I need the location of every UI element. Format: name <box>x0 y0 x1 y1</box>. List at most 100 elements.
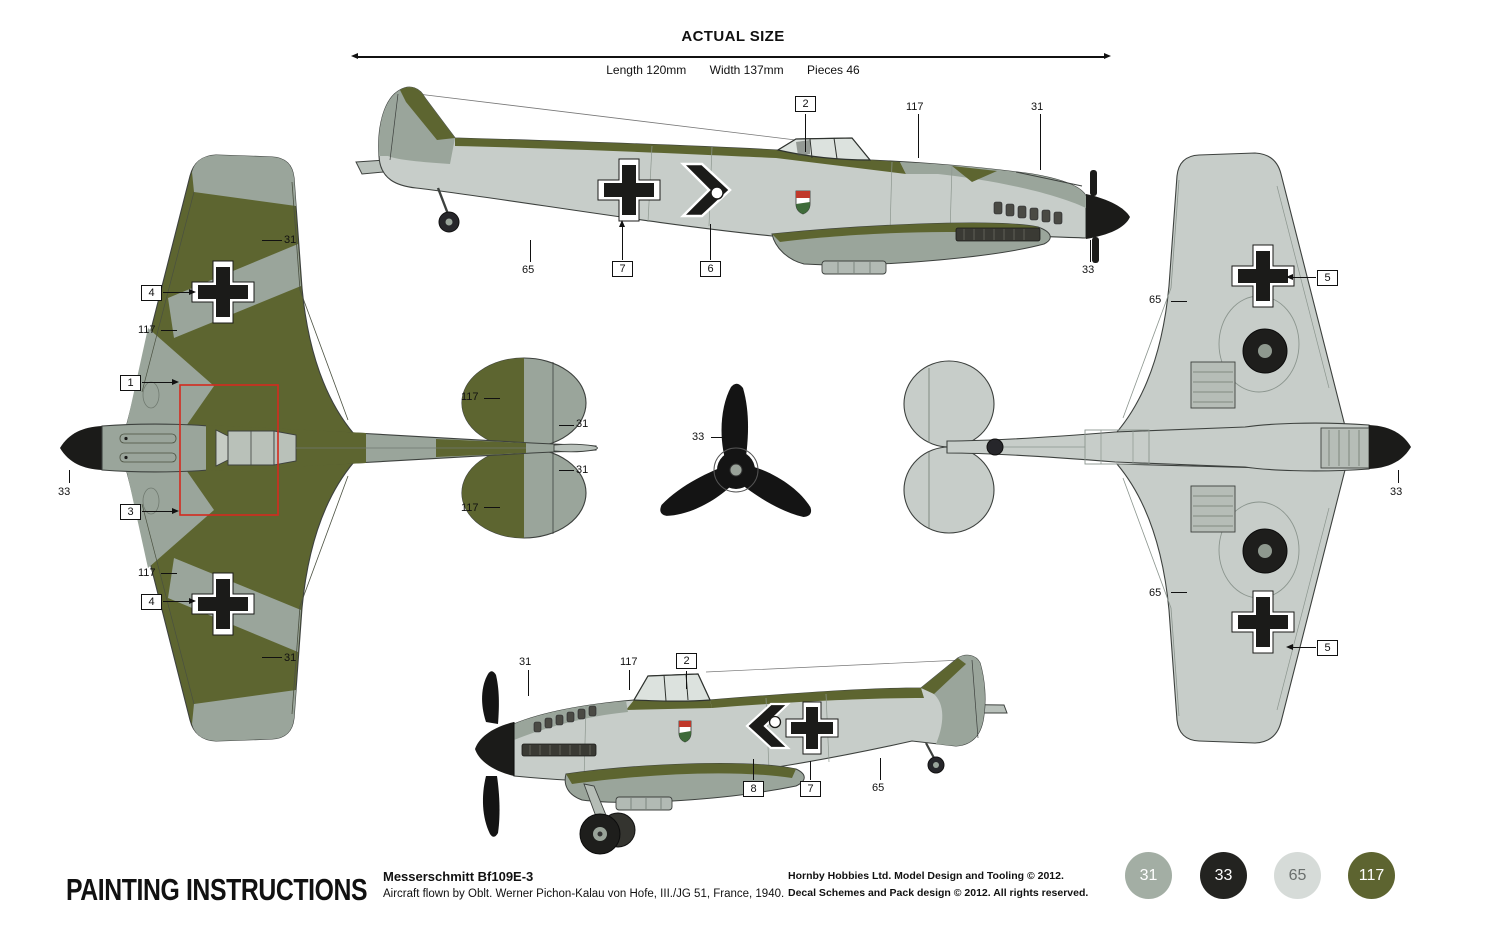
canopy <box>632 673 711 702</box>
unit-emblem <box>678 720 692 743</box>
callout-33: 33 <box>692 431 705 443</box>
callout-2: 2 <box>795 96 816 112</box>
side-profile-port-view <box>355 86 1130 275</box>
callout-33: 33 <box>1082 264 1095 276</box>
side-profile-starboard-view <box>475 654 1008 855</box>
aircraft-description: Aircraft flown by Oblt. Werner Pichon-Ka… <box>383 888 785 900</box>
callout-33: 33 <box>58 486 71 498</box>
underwing-cross-marking <box>1231 590 1295 654</box>
exhaust-stacks <box>533 705 597 733</box>
callout-117: 117 <box>620 656 638 668</box>
leader-line <box>163 601 189 602</box>
leader-line <box>810 761 811 780</box>
callout-31: 31 <box>519 656 532 668</box>
leader-line <box>1090 240 1091 262</box>
bottom-plan-view <box>903 152 1411 744</box>
callout-31: 31 <box>576 418 589 430</box>
leader-line <box>1293 277 1316 278</box>
leader-line <box>484 398 500 399</box>
callout-31: 31 <box>1031 101 1044 113</box>
fuselage-cross-marking <box>785 701 839 755</box>
paint-swatch-31: 31 <box>1125 852 1172 899</box>
leader-line <box>262 240 282 241</box>
leader-line <box>710 224 711 260</box>
callout-4: 4 <box>141 594 162 610</box>
arrowhead <box>1286 644 1293 650</box>
copyright-line-2: Decal Schemes and Pack design © 2012. Al… <box>788 887 1089 899</box>
leader-line <box>1171 301 1187 302</box>
leader-line <box>262 657 282 658</box>
leader-line <box>918 114 919 158</box>
underwing-cross-marking <box>1231 244 1295 308</box>
callout-117: 117 <box>461 502 479 514</box>
arrowhead <box>172 508 179 514</box>
dimension-arrow-right-icon <box>1104 53 1111 59</box>
callout-31: 31 <box>576 464 589 476</box>
callout-117: 117 <box>461 391 479 403</box>
spec-length: Length 120mm <box>606 63 687 77</box>
callout-31: 31 <box>284 652 297 664</box>
callout-7: 7 <box>612 261 633 277</box>
fuselage-underside <box>946 422 1370 472</box>
arrowhead <box>1286 274 1293 280</box>
callout-65: 65 <box>1149 587 1162 599</box>
upper-wing-cross-marking <box>191 260 255 324</box>
exhaust-stacks <box>993 201 1063 225</box>
paint-code: 31 <box>1139 866 1158 884</box>
callout-117: 117 <box>906 101 924 113</box>
leader-line <box>161 573 177 574</box>
leader-line <box>528 670 529 696</box>
leader-line <box>142 511 172 512</box>
copyright-line-1: Hornby Hobbies Ltd. Model Design and Too… <box>788 870 1064 882</box>
leader-line <box>559 425 574 426</box>
callout-3: 3 <box>120 504 141 520</box>
leader-line <box>711 437 725 438</box>
leader-line <box>142 382 172 383</box>
callout-5: 5 <box>1317 270 1338 286</box>
arrowhead <box>619 220 625 227</box>
actual-size-title: ACTUAL SIZE <box>681 28 785 45</box>
leader-line <box>686 671 687 689</box>
page-title: PAINTING INSTRUCTIONS <box>66 872 368 907</box>
leader-line <box>880 758 881 780</box>
unit-emblem <box>795 190 811 215</box>
propeller-front-view <box>660 383 812 518</box>
callout-1: 1 <box>120 375 141 391</box>
aircraft-name: Messerschmitt Bf109E-3 <box>383 869 534 884</box>
arrowhead <box>189 289 196 295</box>
decal-area-outline <box>179 384 279 516</box>
leader-line <box>1293 647 1316 648</box>
callout-117: 117 <box>138 324 156 336</box>
paint-code: 33 <box>1214 866 1233 884</box>
callout-7: 7 <box>800 781 821 797</box>
chevron-marking <box>679 162 732 218</box>
leader-line <box>161 330 177 331</box>
lower-wing-underside <box>1115 463 1346 744</box>
callout-33: 33 <box>1390 486 1403 498</box>
arrowhead <box>172 379 179 385</box>
spinner <box>1086 194 1130 239</box>
leader-line <box>1040 114 1041 170</box>
spinner <box>475 722 514 776</box>
kit-specs: Length 120mm Width 137mm Pieces 46 <box>433 63 1033 77</box>
top-plan-view <box>60 154 598 742</box>
leader-line <box>629 670 630 690</box>
callout-117: 117 <box>138 567 156 579</box>
leader-line <box>1398 470 1399 483</box>
paint-code: 117 <box>1358 866 1385 884</box>
paint-swatch-117: 117 <box>1348 852 1395 899</box>
callout-6: 6 <box>700 261 721 277</box>
leader-line <box>69 470 70 483</box>
leader-line <box>622 227 623 260</box>
lower-wing-cross-marking <box>191 572 255 636</box>
paint-swatch-65: 65 <box>1274 852 1321 899</box>
spinner <box>1369 425 1411 469</box>
callout-4: 4 <box>141 285 162 301</box>
leader-line <box>1171 592 1187 593</box>
dimension-arrow-left-icon <box>351 53 358 59</box>
callout-65: 65 <box>1149 294 1162 306</box>
callout-31: 31 <box>284 234 297 246</box>
leader-line <box>805 114 806 152</box>
spec-pieces: Pieces 46 <box>807 63 860 77</box>
